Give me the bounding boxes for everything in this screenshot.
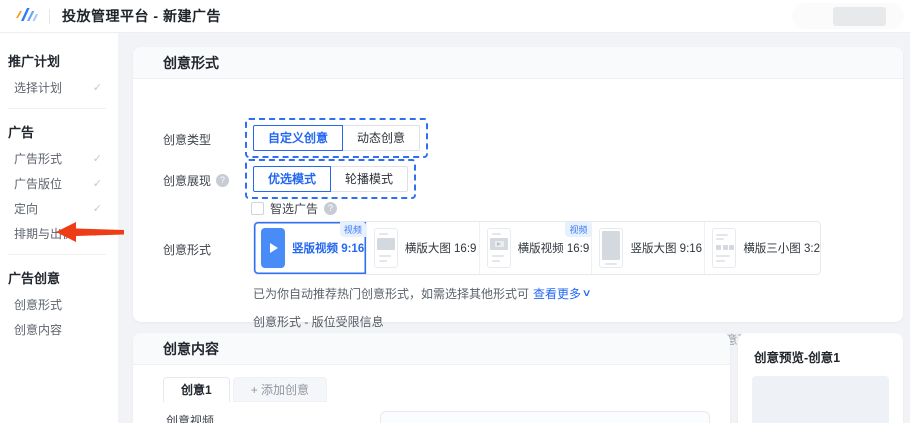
- nav-section-campaign: 推广计划: [8, 54, 61, 69]
- creative-display-label: 创意展现 ?: [163, 172, 230, 189]
- smart-ad-row: 智选广告 ?: [251, 200, 338, 217]
- creative-type-label: 创意类型: [163, 133, 212, 147]
- creative-format-section: 创意形式 创意类型 自定义创意 动态创意 创意展现 ? 优选模式 轮播模式: [133, 47, 903, 364]
- sidebar-item-ad-format[interactable]: 广告形式 ✓: [14, 152, 102, 166]
- option-carousel-mode[interactable]: 轮播模式: [330, 166, 409, 192]
- horizontal-video-thumb-icon: [486, 228, 511, 268]
- check-icon: ✓: [92, 82, 102, 94]
- creative-video-upload-area[interactable]: [380, 411, 710, 423]
- smart-ad-label: 智选广告: [270, 202, 319, 216]
- smart-ad-checkbox[interactable]: [251, 202, 264, 215]
- creative-content-title: 创意内容: [163, 340, 219, 357]
- sidebar-divider: [8, 108, 106, 109]
- creative-format-header: 创意形式: [133, 47, 903, 79]
- page-title: 投放管理平台 - 新建广告: [62, 8, 221, 24]
- creative-type-highlight-box: 自定义创意 动态创意: [245, 118, 429, 158]
- tab-creative-1[interactable]: 创意1: [163, 377, 230, 402]
- creative-preview-panel: 创意预览-创意1: [738, 333, 903, 423]
- recommendation-note: 已为你自动推荐热门创意形式，如需选择其他形式可 查看更多 ∨: [253, 287, 592, 301]
- format-card-horizontal-video[interactable]: 视频 横版视频 16:9: [480, 222, 593, 274]
- option-dynamic-creative[interactable]: 动态创意: [342, 125, 421, 151]
- top-bar: 投放管理平台 - 新建广告: [0, 0, 910, 33]
- chevron-down-icon: ∨: [581, 288, 592, 299]
- format-card-horizontal-image[interactable]: 横版大图 16:9: [367, 222, 480, 274]
- add-creative-tab[interactable]: + 添加创意: [232, 377, 328, 402]
- creative-tabs: 创意1 + 添加创意: [163, 377, 328, 402]
- user-info-redacted: [833, 7, 886, 26]
- format-card-three-small-images[interactable]: 横版三小图 3:2: [705, 222, 820, 274]
- see-more-link[interactable]: 查看更多 ∨: [533, 287, 592, 301]
- video-badge: 视频: [565, 222, 592, 237]
- creative-format-title: 创意形式: [163, 54, 219, 71]
- creative-content-section: 创意内容 创意1 + 添加创意 创意视频: [133, 333, 730, 423]
- sidebar-item-select-plan[interactable]: 选择计划 ✓: [14, 81, 102, 95]
- creative-video-label: 创意视频: [166, 414, 215, 423]
- format-row-label: 创意形式: [163, 243, 212, 257]
- preview-title: 创意预览-创意1: [754, 351, 841, 365]
- nav-section-ad: 广告: [8, 125, 35, 140]
- creative-format-body: 创意类型 自定义创意 动态创意 创意展现 ? 优选模式 轮播模式: [133, 79, 903, 364]
- annotation-arrow-icon: [55, 220, 127, 245]
- help-icon[interactable]: ?: [216, 174, 230, 187]
- restriction-title: 创意形式 - 版位受限信息: [253, 315, 384, 329]
- video-badge: 视频: [339, 222, 366, 237]
- creative-display-options: 优选模式 轮播模式: [253, 166, 409, 192]
- sidebar-item-creative-format[interactable]: 创意形式: [14, 298, 63, 312]
- option-preferred-mode[interactable]: 优选模式: [253, 166, 332, 192]
- check-icon: ✓: [92, 153, 102, 165]
- vertical-image-thumb-icon: [599, 228, 624, 268]
- header-divider: [49, 8, 50, 24]
- preview-placeholder: [752, 376, 889, 423]
- nav-section-creative: 广告创意: [8, 271, 61, 286]
- creative-display-highlight-box: 优选模式 轮播模式: [245, 159, 417, 199]
- creative-type-options: 自定义创意 动态创意: [253, 125, 421, 151]
- format-card-vertical-image[interactable]: 竖版大图 9:16: [592, 222, 706, 274]
- vertical-video-thumb-icon: [261, 228, 285, 268]
- sidebar-item-ad-placement[interactable]: 广告版位 ✓: [14, 177, 102, 191]
- brand-logo-icon: [12, 7, 39, 25]
- three-images-thumb-icon: [712, 228, 737, 268]
- format-card-vertical-video[interactable]: 视频 竖版视频 9:16: [254, 222, 367, 274]
- check-icon: ✓: [92, 178, 102, 190]
- check-icon: ✓: [92, 203, 102, 215]
- sidebar-item-targeting[interactable]: 定向 ✓: [14, 202, 102, 216]
- format-card-list: 视频 竖版视频 9:16 横版大图 16:9 视频: [253, 221, 821, 275]
- help-icon[interactable]: ?: [324, 202, 338, 215]
- option-custom-creative[interactable]: 自定义创意: [253, 125, 344, 151]
- horizontal-image-thumb-icon: [373, 228, 398, 268]
- creative-content-header: 创意内容: [133, 333, 730, 365]
- sidebar-divider: [8, 254, 106, 255]
- step-nav-sidebar: 推广计划 选择计划 ✓ 广告 广告形式 ✓ 广告版位 ✓ 定向 ✓ 排期与出价 …: [0, 33, 118, 423]
- sidebar-item-creative-content[interactable]: 创意内容: [14, 323, 63, 337]
